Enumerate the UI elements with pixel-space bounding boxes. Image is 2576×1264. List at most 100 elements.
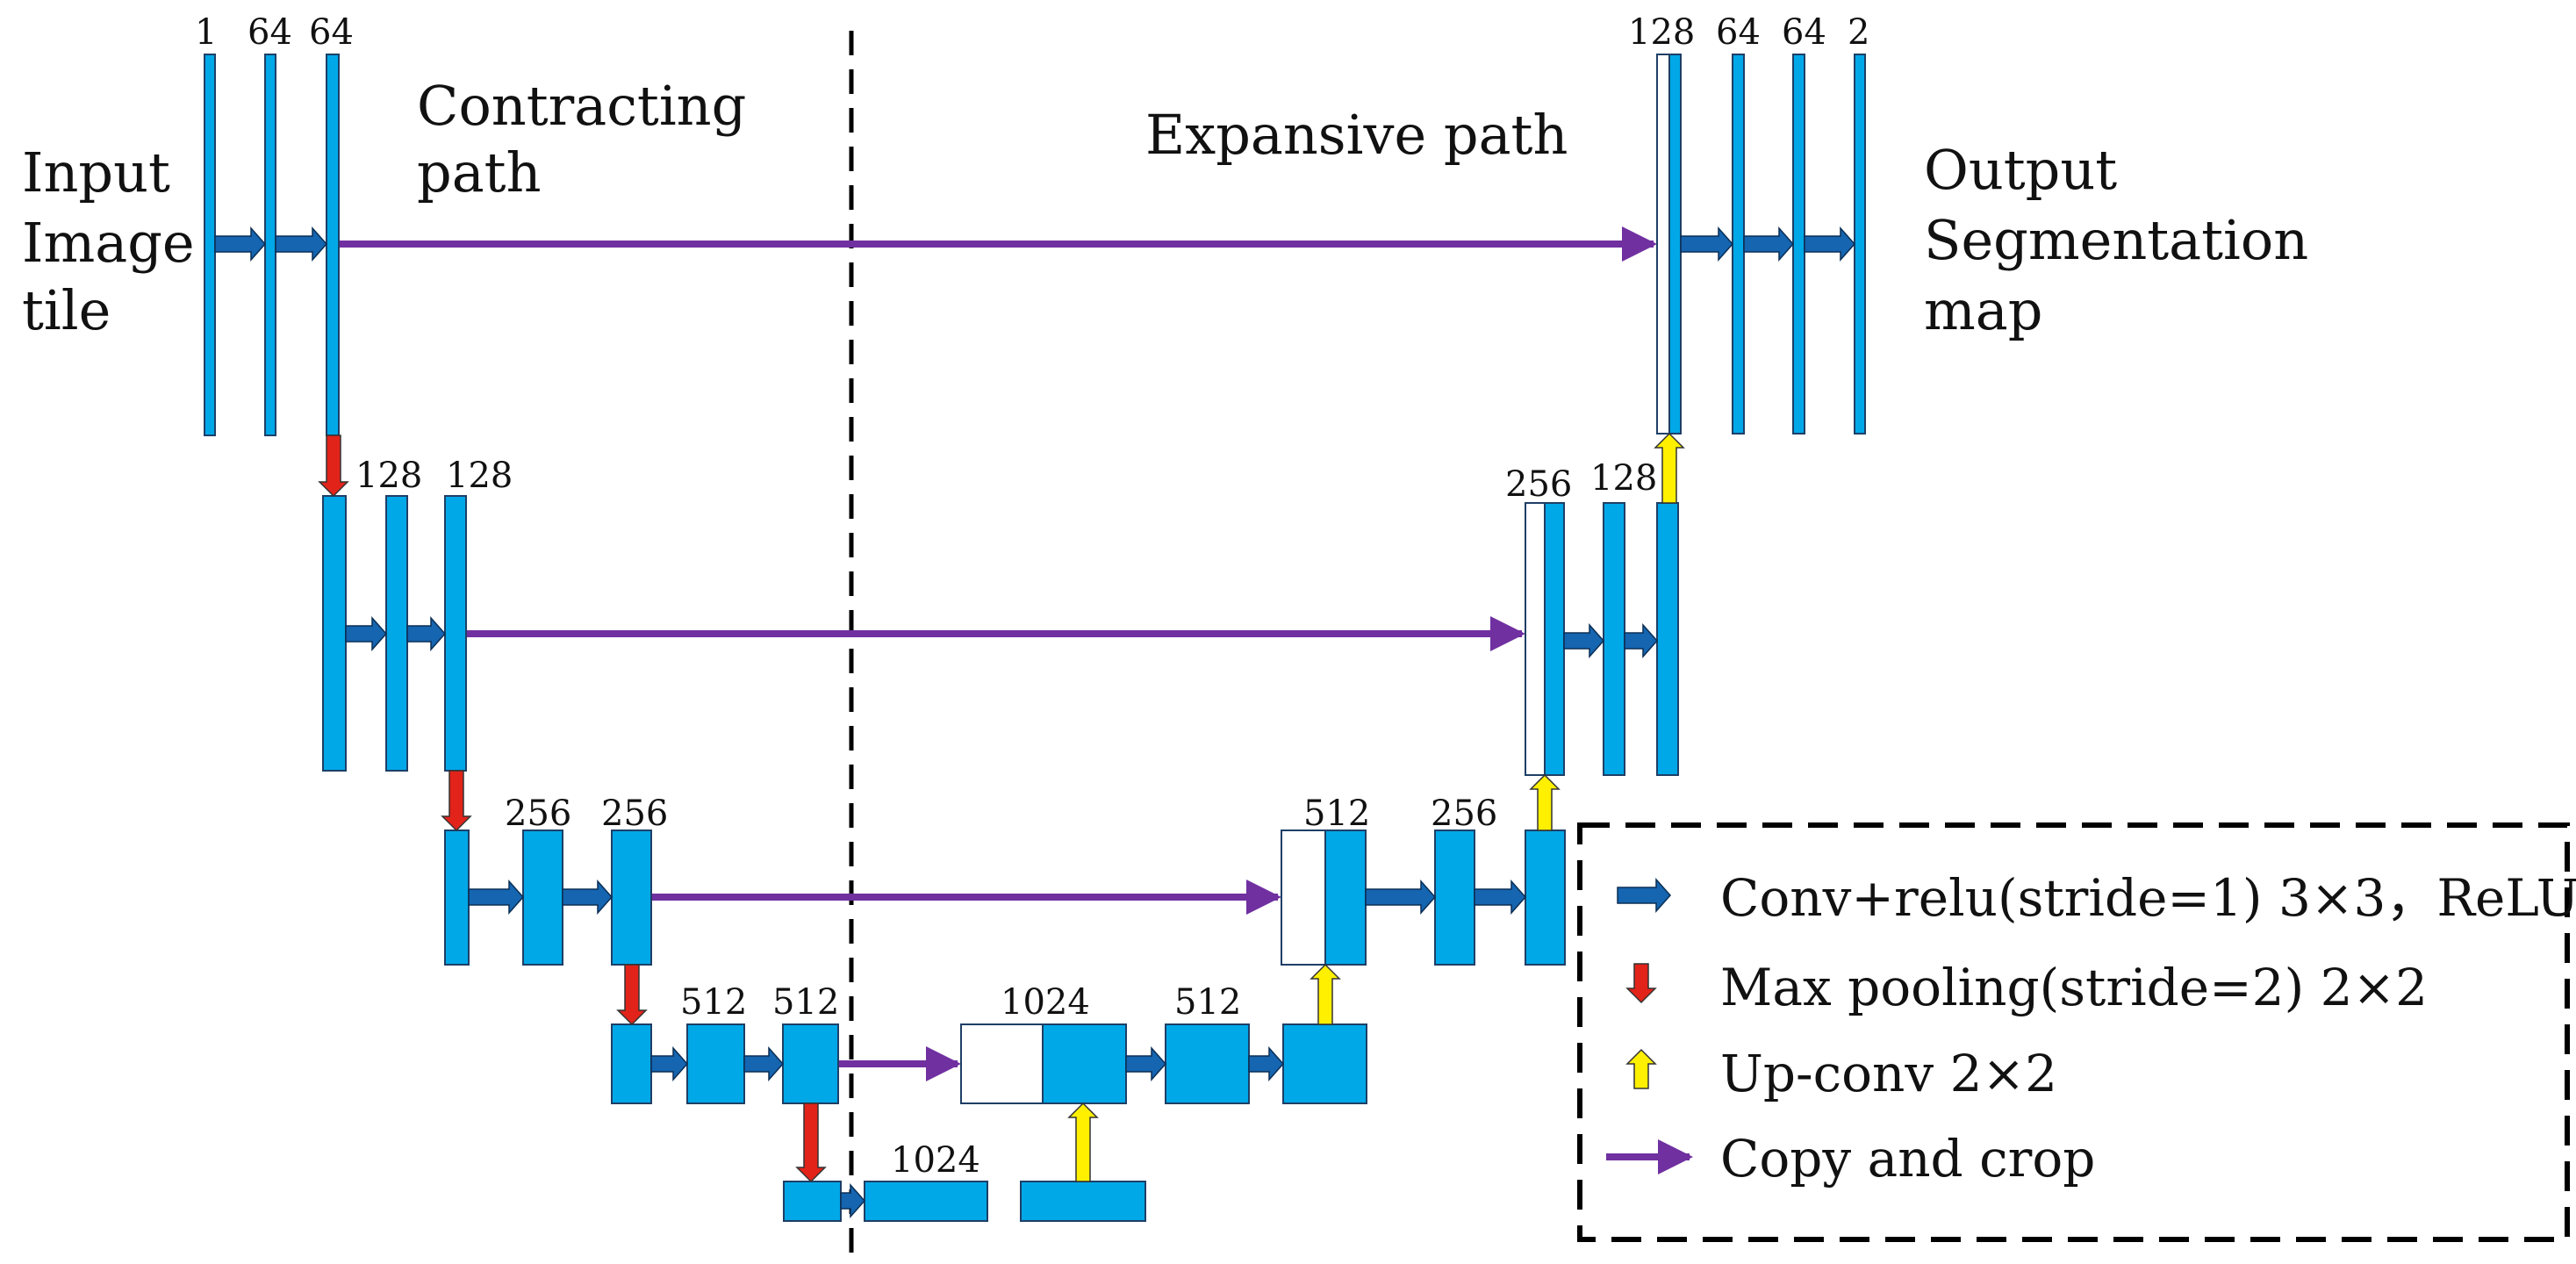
- copied-feature-map-19: [1281, 830, 1326, 966]
- feature-map-18: [1282, 1023, 1367, 1104]
- feature-map-28: [1668, 54, 1682, 434]
- feature-map-8: [611, 830, 652, 966]
- upconv-arrow-0: [1067, 1102, 1099, 1182]
- feature-map-31: [1854, 54, 1866, 434]
- output-label-line-1: Output: [1924, 138, 2117, 202]
- pool-arrow-1: [441, 770, 472, 832]
- conv-arrow-3: [406, 616, 447, 651]
- feature-map-17: [1165, 1023, 1250, 1104]
- copy-and-crop-connections: [339, 226, 1657, 1081]
- output-label: Output Segmentation map: [1924, 138, 2326, 342]
- conv-arrow-2: [345, 616, 388, 651]
- feature-map-4: [385, 495, 408, 772]
- operation-arrows: [214, 226, 1856, 1218]
- conv-arrow-8: [840, 1183, 866, 1218]
- channel-u4-b: 512: [1174, 982, 1241, 1023]
- conv-arrow-6: [650, 1046, 689, 1081]
- channel-l2-a: 128: [355, 456, 422, 496]
- feature-map-14: [1020, 1181, 1146, 1222]
- channel-u2-b: 128: [1590, 458, 1657, 499]
- legend-texts: Conv+relu(stride=1) 3×3，ReLU Max pooling…: [1720, 868, 2576, 1189]
- channel-l1-c: 64: [309, 12, 354, 53]
- channel-u1-b: 64: [1716, 12, 1761, 53]
- conv-arrow-4: [468, 880, 525, 915]
- feature-map-20: [1324, 830, 1367, 966]
- legend-upconv-text: Up-conv 2×2: [1720, 1044, 2057, 1103]
- conv-arrow-17: [1804, 226, 1856, 262]
- feature-map-11: [782, 1023, 839, 1104]
- channel-l3-a: 256: [505, 794, 571, 834]
- feature-map-3: [322, 495, 347, 772]
- feature-map-25: [1603, 502, 1625, 776]
- feature-map-12: [783, 1181, 842, 1222]
- input-label: Input Image tile: [22, 140, 212, 342]
- legend-copy-text: Copy and crop: [1720, 1129, 2095, 1189]
- conv-arrow-7: [743, 1046, 785, 1081]
- conv-arrow-11: [1365, 880, 1437, 915]
- contracting-path-line-2: path: [417, 140, 542, 205]
- channel-bottom: 1024: [891, 1140, 980, 1181]
- feature-map-10: [686, 1023, 745, 1104]
- conv-arrow-14: [1624, 623, 1659, 658]
- channel-u4-a: 1024: [1001, 982, 1090, 1023]
- copied-feature-map-23: [1525, 502, 1546, 776]
- conv-arrow-9: [1125, 1046, 1167, 1081]
- conv-arrow-1: [275, 226, 328, 262]
- feature-map-13: [864, 1181, 988, 1222]
- legend-pool-text: Max pooling(stride=2) 2×2: [1720, 958, 2428, 1017]
- expansive-path-label: Expansive path: [1145, 103, 1568, 167]
- output-label-line-3: map: [1924, 278, 2042, 342]
- channel-u1-d: 2: [1848, 12, 1869, 53]
- channel-labels: 1 64 64 128 128 256 256 512 512 1024 102…: [195, 12, 1869, 1181]
- channel-l4-b: 512: [772, 982, 839, 1023]
- channel-l4-a: 512: [680, 982, 747, 1023]
- conv-arrow-12: [1474, 880, 1527, 915]
- pool-arrow-0: [318, 434, 349, 498]
- feature-map-7: [522, 830, 563, 966]
- feature-map-16: [1042, 1023, 1127, 1104]
- upconv-arrow-2: [1529, 773, 1561, 831]
- upconv-arrow-1: [1310, 963, 1341, 1025]
- feature-map-29: [1732, 54, 1745, 434]
- channel-u3-a: 512: [1303, 794, 1370, 834]
- pool-arrow-3: [795, 1102, 827, 1183]
- output-label-line-2: Segmentation: [1924, 208, 2308, 272]
- channel-u1-c: 64: [1782, 12, 1826, 53]
- input-label-line-1: Input: [22, 140, 170, 205]
- legend-icons: [1606, 878, 1693, 1174]
- feature-map-24: [1544, 502, 1565, 776]
- copied-feature-map-15: [960, 1023, 1045, 1104]
- legend-pool-arrow-icon: [1625, 963, 1657, 1004]
- legend-conv-text: Conv+relu(stride=1) 3×3，ReLU: [1720, 868, 2576, 928]
- input-label-line-2: Image: [22, 211, 195, 275]
- feature-map-22: [1525, 830, 1566, 966]
- channel-l1-b: 64: [248, 12, 292, 53]
- feature-map-26: [1656, 502, 1679, 776]
- feature-map-21: [1434, 830, 1475, 966]
- upconv-arrow-3: [1654, 432, 1685, 504]
- pool-arrow-2: [616, 964, 648, 1026]
- conv-arrow-15: [1680, 226, 1734, 262]
- conv-arrow-5: [562, 880, 614, 915]
- feature-map-6: [444, 830, 470, 966]
- feature-map-9: [611, 1023, 652, 1104]
- copied-feature-map-27: [1656, 54, 1670, 434]
- feature-map-5: [444, 495, 467, 772]
- legend-upconv-arrow-icon: [1625, 1048, 1657, 1089]
- feature-map-blocks: [204, 54, 1866, 1222]
- channel-u2-a: 256: [1505, 464, 1572, 505]
- conv-arrow-16: [1743, 226, 1795, 262]
- channel-l1-a: 1: [195, 12, 217, 53]
- legend-box: [1577, 822, 2570, 1242]
- conv-arrow-13: [1563, 623, 1605, 658]
- channel-l3-b: 256: [601, 794, 668, 834]
- feature-map-2: [326, 54, 340, 436]
- contracting-path-line-1: Contracting: [417, 74, 746, 138]
- input-label-line-3: tile: [22, 278, 111, 342]
- feature-map-1: [264, 54, 276, 436]
- channel-l2-b: 128: [446, 456, 513, 496]
- contracting-path-label: Contracting path: [417, 74, 764, 205]
- feature-map-30: [1792, 54, 1805, 434]
- channel-u3-b: 256: [1431, 794, 1497, 834]
